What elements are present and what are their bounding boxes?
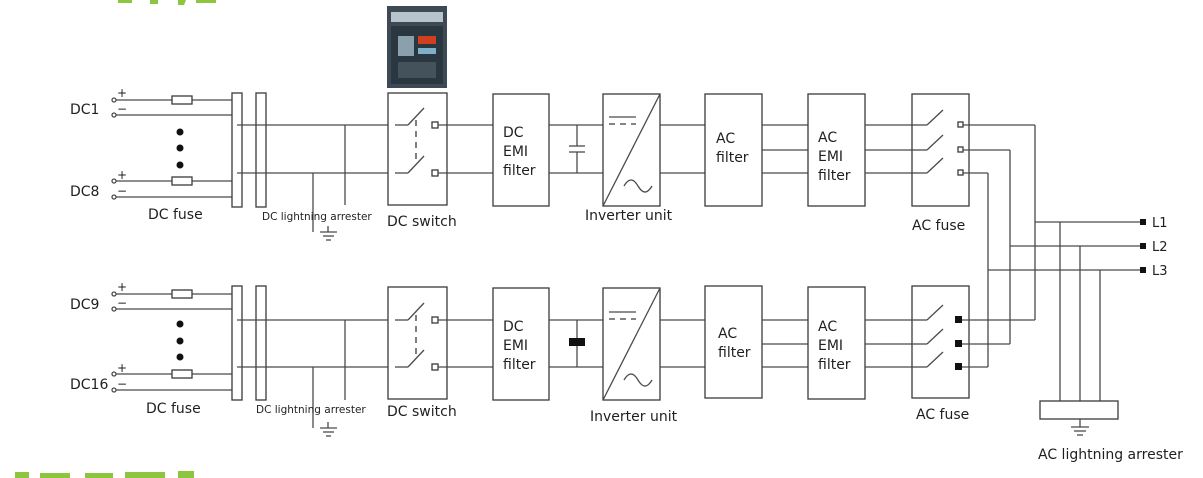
minus-sign: −	[117, 184, 127, 198]
ground-icon	[1071, 419, 1089, 436]
ac-filter-line1: AC	[716, 131, 735, 147]
dc-switch-box-2	[387, 286, 448, 400]
minus-sign: −	[117, 102, 127, 116]
dc-emi-line2: EMI	[503, 338, 528, 354]
terminal-l2	[1140, 243, 1146, 249]
output-l2-label: L2	[1152, 240, 1168, 255]
ac-emi-filter-box	[807, 93, 866, 207]
breaker-photo-icon	[387, 6, 447, 88]
output-l1-label: L1	[1152, 216, 1168, 231]
ac-filter-line1: AC	[718, 326, 737, 342]
ac-filter-box-2	[704, 285, 763, 399]
plus-sign: +	[117, 168, 127, 182]
dc-emi-line1: DC	[503, 319, 524, 335]
ground-icon	[320, 226, 337, 241]
ac-filter-line2: filter	[716, 150, 749, 166]
top-green-fragment	[118, 0, 216, 5]
plus-sign: +	[117, 361, 127, 375]
ac-emi-line1: AC	[818, 319, 837, 335]
dc-emi-line3: filter	[503, 357, 536, 373]
ac-emi-line2: EMI	[818, 149, 843, 165]
dc-switch-box	[387, 92, 448, 206]
dc-fuse-1	[171, 95, 193, 105]
inverter-label: Inverter unit	[590, 409, 678, 425]
dc-emi-filter-box	[492, 93, 550, 207]
ac-emi-line2: EMI	[818, 338, 843, 354]
dc-fuse-label: DC fuse	[148, 207, 203, 223]
minus-sign: −	[117, 296, 127, 310]
ground-icon	[320, 422, 337, 437]
ac-emi-filter-box-2	[807, 286, 866, 400]
ac-fuse-label: AC fuse	[912, 218, 965, 234]
ac-emi-line1: AC	[818, 130, 837, 146]
dc16-label: DC16	[70, 377, 108, 393]
ac-switch-icon	[912, 109, 964, 176]
ac-filter-box	[704, 93, 763, 207]
ac-filter-line2: filter	[718, 345, 751, 361]
dc-busbar-neg	[231, 92, 243, 208]
dc-emi-filter-box-2	[492, 287, 550, 401]
dc-switch-label: DC switch	[387, 214, 457, 230]
plus-sign: +	[117, 280, 127, 294]
dc-busbar-neg-2	[231, 285, 243, 401]
bottom-channel	[111, 285, 1035, 437]
dc9-label: DC9	[70, 297, 99, 313]
terminal-l3	[1140, 267, 1146, 273]
dc-fuse-8	[171, 176, 193, 186]
dc-fuse-label: DC fuse	[146, 401, 201, 417]
ac-arrester-label: AC lightning arrester	[1038, 447, 1183, 463]
output-l3-label: L3	[1152, 264, 1168, 279]
dc1-label: DC1	[70, 102, 99, 118]
dc-arrester-label: DC lightning arrester	[256, 404, 366, 416]
dc-fuse-16	[171, 369, 193, 379]
plus-sign: +	[117, 86, 127, 100]
inverter-symbol-icon	[602, 93, 661, 207]
ac-fuse-label: AC fuse	[916, 407, 969, 423]
dc-emi-line1: DC	[503, 125, 524, 141]
inverter-label: Inverter unit	[585, 208, 673, 224]
ac-switch-icon	[912, 304, 962, 370]
dc-switch-label: DC switch	[387, 404, 457, 420]
dc-busbar-pos-2	[255, 285, 267, 401]
ac-emi-line3: filter	[818, 357, 851, 373]
inverter-symbol-icon	[602, 287, 661, 401]
ac-arrester-box	[1039, 400, 1119, 420]
terminal-l1	[1140, 219, 1146, 225]
minus-sign: −	[117, 377, 127, 391]
dc-busbar-pos	[255, 92, 267, 208]
top-channel	[111, 92, 1035, 241]
dc-emi-line3: filter	[503, 163, 536, 179]
ac-emi-line3: filter	[818, 168, 851, 184]
dc-arrester-label: DC lightning arrester	[262, 211, 372, 223]
switch-icon	[395, 302, 439, 371]
dc-fuse-9	[171, 289, 193, 299]
bottom-green-fragment	[15, 471, 194, 478]
dc-emi-line2: EMI	[503, 144, 528, 160]
dc8-label: DC8	[70, 184, 99, 200]
ac-output-bus	[987, 125, 1146, 436]
